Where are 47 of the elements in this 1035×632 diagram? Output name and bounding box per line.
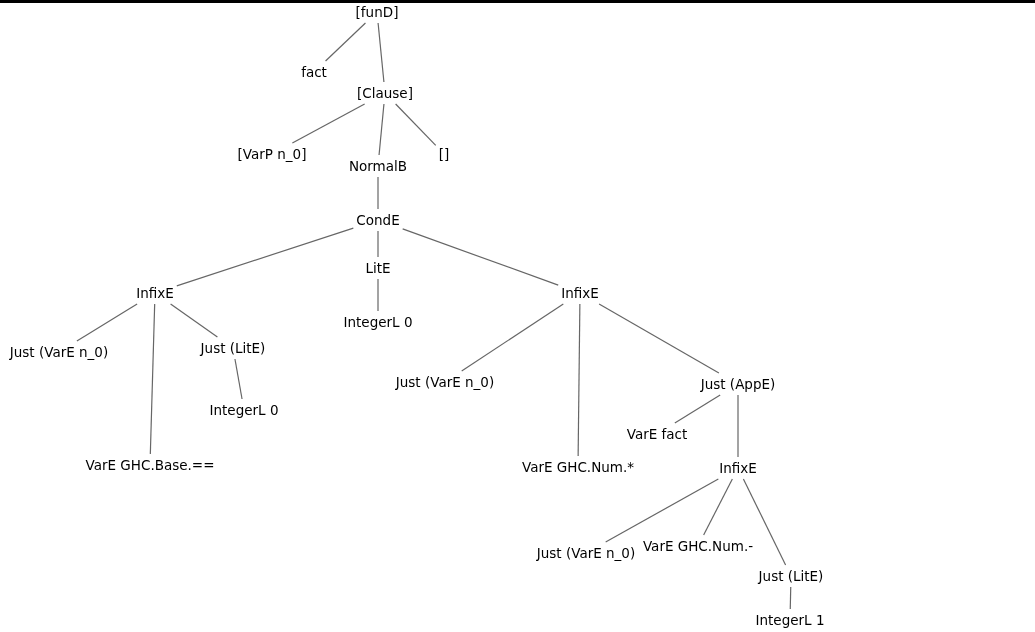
tree-node-label: InfixE (719, 460, 757, 476)
tree-node-label: VarE GHC.Num.* (522, 459, 634, 475)
tree-edge (674, 394, 721, 424)
tree-node-label: InfixE (136, 285, 174, 301)
tree-node-label: IntegerL 0 (209, 402, 279, 418)
tree-edge (395, 103, 437, 147)
tree-edge (737, 394, 739, 458)
tree-edge (377, 230, 379, 258)
tree-edge (402, 228, 559, 286)
tree-node-label: Just (AppE) (700, 376, 776, 392)
tree-node-label: InfixE (561, 285, 599, 301)
tree-node-label: Just (LitE) (758, 568, 824, 584)
tree-edge (234, 358, 243, 400)
tree-node-label: VarE GHC.Num.- (642, 538, 754, 554)
tree-edge (377, 22, 385, 83)
tree-node-label: IntegerL 1 (755, 612, 825, 628)
tree-edge (789, 586, 792, 610)
tree-node-label: [funD] (355, 4, 399, 20)
tree-edge (377, 278, 379, 312)
tree-node-label: IntegerL 0 (343, 314, 413, 330)
tree-node-label: CondE (356, 212, 400, 228)
tree-node-label: Just (VarE n_0) (536, 545, 636, 561)
tree-edge (742, 478, 787, 566)
tree-node-label: VarE GHC.Base.== (85, 457, 215, 473)
tree-edge (76, 303, 138, 342)
tree-edge (149, 303, 156, 455)
tree-edge (291, 103, 366, 144)
tree-node-label: fact (301, 64, 327, 80)
tree-node-label: Just (LitE) (200, 340, 266, 356)
tree-edge (377, 176, 379, 210)
tree-node-label: Just (VarE n_0) (395, 374, 495, 390)
tree-edge (703, 478, 733, 536)
tree-edge (461, 303, 564, 372)
tree-node-label: [Clause] (357, 85, 413, 101)
tree-edge (170, 303, 218, 338)
tree-node-label: NormalB (348, 158, 408, 174)
tree-node-label: VarE fact (626, 426, 688, 442)
tree-edge (598, 303, 720, 374)
tree-node-label: LitE (365, 260, 391, 276)
tree-edge (577, 303, 581, 457)
tree-node-label: [VarP n_0] (237, 146, 307, 162)
tree-edge (176, 227, 354, 287)
tree-node-label: Just (VarE n_0) (9, 344, 109, 360)
tree-edge (324, 22, 367, 62)
tree-node-label: [] (438, 146, 450, 162)
tree-edge (605, 478, 719, 543)
tree-edge (378, 103, 385, 156)
